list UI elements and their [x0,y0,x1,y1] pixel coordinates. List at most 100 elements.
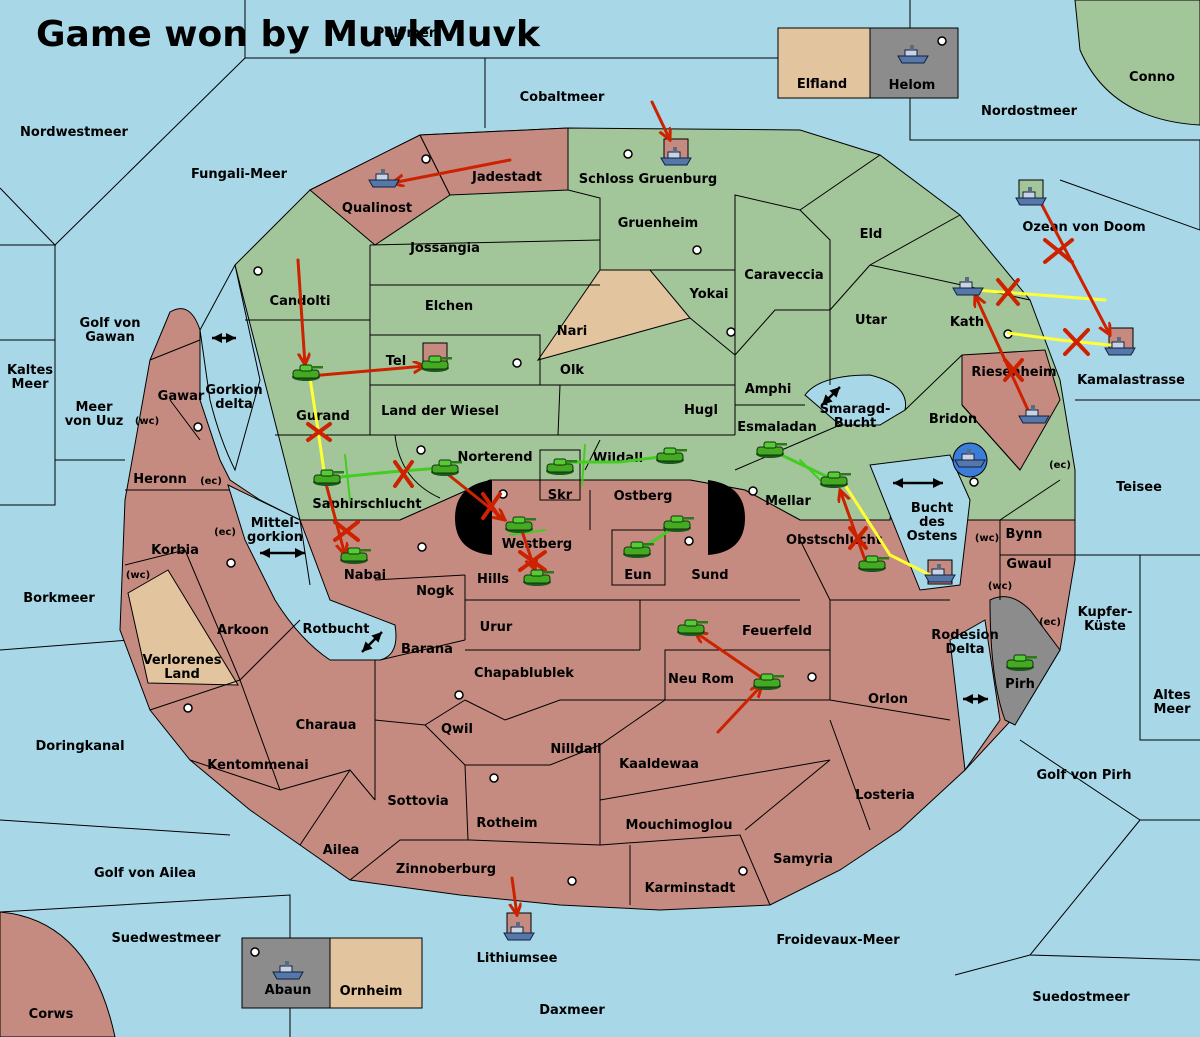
label-froidevaux-meer: Froidevaux-Meer [776,933,900,948]
label-nordostmeer: Nordostmeer [981,104,1078,119]
coast-tag-gwaul-ec: (ec) [1039,617,1061,628]
label-bucht-des-ostens-2: des [919,515,945,530]
label-bucht-des-ostens-1: Bucht [911,501,953,516]
coast-tag-korbia-ec: (ec) [214,527,236,538]
coast-tags: (wc) (ec) (ec) (wc) (ec) (wc) (wc) (ec) [126,416,1071,628]
label-westberg: Westberg [502,537,572,552]
label-meer-von-uuz-1: Meer [76,400,114,415]
label-fungali-meer: Fungali-Meer [191,167,288,182]
label-smaragd-bucht-1: Smaragd- [820,402,891,417]
label-gwaul: Gwaul [1006,557,1051,572]
label-gurand: Gurand [296,409,350,424]
label-losteria: Losteria [855,788,915,803]
label-tel: Tel [386,354,406,369]
label-borkmeer: Borkmeer [23,591,95,606]
label-elfland: Elfland [797,77,847,92]
label-land-der-wiesel: Land der Wiesel [381,404,499,419]
label-mellar: Mellar [765,494,811,509]
label-golf-von-gawan-1: Golf von [80,316,141,331]
label-daxmeer: Daxmeer [539,1003,605,1018]
region-riesenheim[interactable] [961,349,1061,471]
label-gorkion-delta-2: delta [215,397,253,412]
label-obstschlucht: Obstschlucht [786,533,882,548]
label-karminstadt: Karminstadt [645,881,736,896]
label-kath: Kath [950,315,984,330]
label-utar: Utar [855,313,888,328]
label-suedwestmeer: Suedwestmeer [111,931,221,946]
label-gorkion-delta-1: Gorkion [205,383,262,398]
label-esmaladan: Esmaladan [737,420,817,435]
label-rotbucht: Rotbucht [303,622,370,637]
label-kaaldewaa: Kaaldewaa [619,757,699,772]
label-gruenheim: Gruenheim [618,216,698,231]
label-orlon: Orlon [868,692,908,707]
legend-ornheim [329,937,423,1009]
label-hills: Hills [477,572,509,587]
label-eun: Eun [624,568,651,583]
label-urur: Urur [480,620,513,635]
label-nordwestmeer: Nordwestmeer [20,125,128,140]
label-saphirschlucht: Saphirschlucht [312,497,421,512]
label-nilldall: Nilldall [550,742,601,757]
label-arkoon: Arkoon [217,623,269,638]
label-olk: Olk [560,363,585,378]
coast-tag-heronn-ec: (ec) [200,476,222,487]
label-teisee: Teisee [1116,480,1162,495]
label-mittel-gorkion-1: Mittel- [251,516,300,531]
label-sund: Sund [691,568,728,583]
coast-tag-korbia-wc: (wc) [126,570,150,581]
label-elchen: Elchen [425,299,473,314]
label-korbia: Korbia [151,543,199,558]
label-rotheim: Rotheim [476,816,537,831]
region-labels: Pulymer Cobaltmeer Nordwestmeer Fungali-… [7,26,1191,1022]
label-charaua: Charaua [296,718,357,733]
label-mittel-gorkion-2: gorkion [247,530,303,545]
label-feuerfeld: Feuerfeld [742,624,812,639]
label-gawar: Gawar [158,389,205,404]
label-pulymer: Pulymer [375,26,436,41]
label-skr: Skr [548,488,573,503]
label-rodesion-delta-2: Delta [945,642,984,657]
region-corws[interactable] [0,911,116,1037]
coast-tag-teisee-ec: (ec) [1049,460,1071,471]
game-title: Game won by MuvkMuvk [36,14,541,55]
label-kupfer-kueste-2: Küste [1084,619,1126,634]
label-altes-meer-1: Altes [1153,688,1191,703]
label-neu-rom: Neu Rom [668,672,734,687]
label-samyria: Samyria [773,852,833,867]
label-yokai: Yokai [688,287,728,302]
label-hugl: Hugl [684,403,718,418]
label-bynn: Bynn [1006,527,1043,542]
label-pirh: Pirh [1005,677,1035,692]
label-schloss-gruenburg: Schloss Gruenburg [579,172,717,187]
label-kentommenai: Kentommenai [207,758,308,773]
label-bucht-des-ostens-3: Ostens [907,529,958,544]
label-cobaltmeer: Cobaltmeer [520,90,605,105]
label-eld: Eld [860,227,883,242]
label-bridon: Bridon [929,412,977,427]
label-sottovia: Sottovia [387,794,448,809]
label-norterend: Norterend [457,450,532,465]
label-golf-von-gawan-2: Gawan [85,330,134,345]
coast-tag-gawar-wc: (wc) [135,416,159,427]
label-lithiumsee: Lithiumsee [477,951,558,966]
label-zinnoberburg: Zinnoberburg [396,862,496,877]
label-qwil: Qwil [441,722,473,737]
label-abaun: Abaun [265,983,312,998]
order-lines [296,100,1110,915]
region-verlorenes-land[interactable] [127,569,239,686]
label-corws: Corws [29,1007,74,1022]
land-borders [124,128,1075,906]
label-nogk: Nogk [416,584,454,599]
label-nabai: Nabai [344,568,386,583]
label-kamalastrasse: Kamalastrasse [1077,373,1185,388]
label-golf-von-pirh: Golf von Pirh [1036,768,1131,783]
bucht-des-ostens-inlet [869,454,971,591]
label-jossangia: Jossangia [409,241,480,256]
label-kaltes-meer-2: Meer [12,377,50,392]
label-wildall: Wildall [593,451,643,466]
sea-connections [212,333,988,704]
label-altes-meer-2: Meer [1154,702,1192,717]
coast-tag-gwaul-wc: (wc) [988,581,1012,592]
